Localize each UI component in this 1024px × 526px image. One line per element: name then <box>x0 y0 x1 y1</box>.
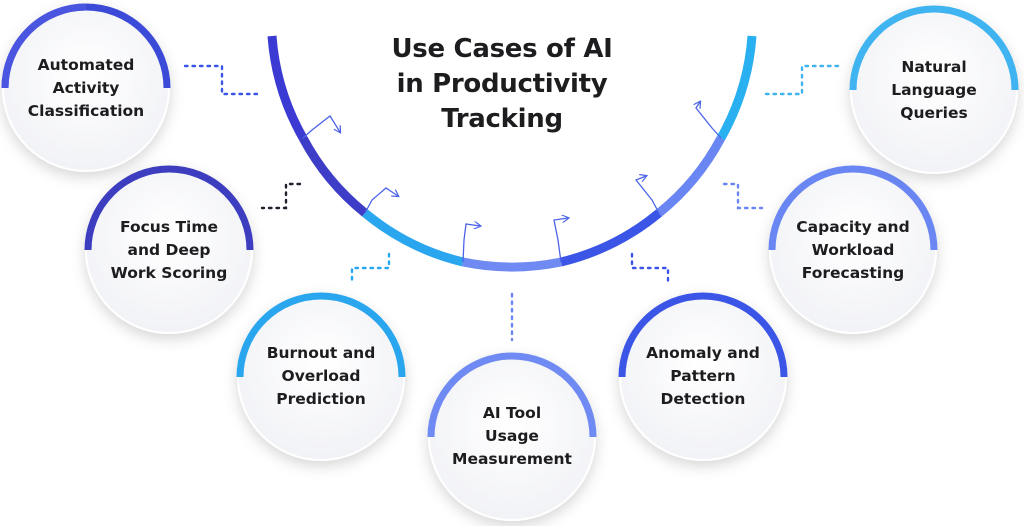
arrow-1 <box>302 115 340 139</box>
use-case-label: Focus Time and Deep Work Scoring <box>110 217 228 282</box>
node-burnout-overload-prediction <box>236 292 406 461</box>
title-line-2: in Productivity <box>396 69 608 99</box>
label-ai-tool-usage-measurement: AI Tool Usage Measurement <box>436 386 588 486</box>
use-case-label: Capacity and Workload Forecasting <box>796 217 910 282</box>
connector-5 <box>630 252 670 286</box>
arc-segment-1 <box>267 35 307 141</box>
arrow-4 <box>553 218 568 263</box>
use-case-label: Natural Language Queries <box>891 57 977 122</box>
label-capacity-workload-forecasting: Capacity and Workload Forecasting <box>779 200 927 300</box>
dotted-connectors <box>183 64 840 342</box>
connector-2 <box>260 182 302 210</box>
arc-arrows <box>302 102 722 263</box>
label-burnout-overload-prediction: Burnout and Overload Prediction <box>251 326 391 426</box>
label-focus-time-deep-work-scoring: Focus Time and Deep Work Scoring <box>99 200 239 300</box>
arc-segment-6 <box>656 135 725 217</box>
arc-segment-5 <box>559 209 662 267</box>
use-case-label: Anomaly and Pattern Detection <box>646 343 760 408</box>
arrow-5 <box>634 176 660 214</box>
arrow-6 <box>696 102 722 139</box>
node-focus-time-deep-work-scoring <box>84 165 254 334</box>
central-arc <box>267 35 757 272</box>
connector-1 <box>183 64 260 96</box>
use-case-label: AI Tool Usage Measurement <box>452 403 572 468</box>
label-automated-activity-classification: Automated Activity Classification <box>16 38 156 138</box>
use-case-label: Automated Activity Classification <box>27 55 145 120</box>
use-case-label: Burnout and Overload Prediction <box>266 343 376 408</box>
arc-segment-4 <box>462 257 562 272</box>
title-line-1: Use Cases of AI <box>391 34 613 64</box>
title-line-3: Tracking <box>441 104 563 134</box>
node-automated-activity-classification <box>1 3 171 172</box>
label-anomaly-pattern-detection: Anomaly and Pattern Detection <box>630 326 776 426</box>
node-circles <box>1 3 1019 521</box>
node-anomaly-pattern-detection <box>618 292 788 461</box>
diagram-title: Use Cases of AI in Productivity Tracking <box>352 32 652 137</box>
arc-segment-7 <box>717 35 757 141</box>
arc-segment-3 <box>362 209 465 267</box>
node-capacity-workload-forecasting <box>768 165 938 334</box>
label-natural-language-queries: Natural Language Queries <box>864 40 1004 140</box>
connector-3 <box>350 252 391 286</box>
arrow-3 <box>462 224 480 263</box>
node-natural-language-queries <box>849 5 1019 174</box>
connector-7 <box>764 64 840 96</box>
connector-6 <box>722 182 764 210</box>
arc-segment-2 <box>299 135 368 217</box>
arrow-2 <box>364 187 398 214</box>
node-ai-tool-usage-measurement <box>427 352 597 521</box>
